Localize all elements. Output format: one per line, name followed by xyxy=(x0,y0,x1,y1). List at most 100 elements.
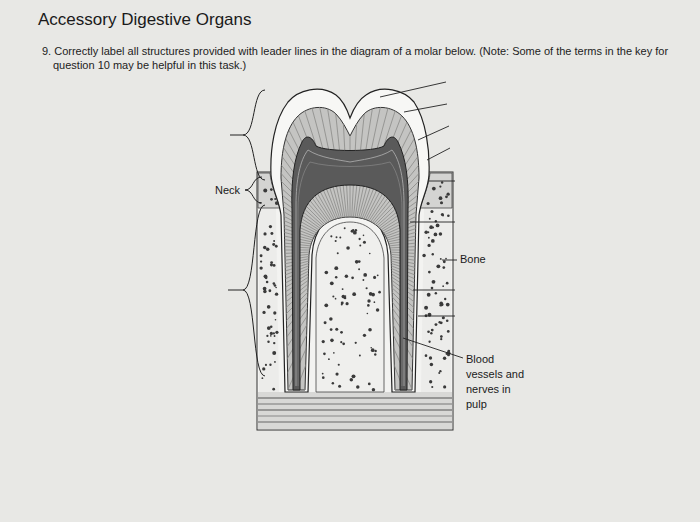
root-bracket xyxy=(243,205,265,376)
leader-line xyxy=(442,260,457,261)
stipple-dot xyxy=(269,364,271,366)
stipple-dot xyxy=(439,185,441,187)
stipple-dot xyxy=(267,326,271,330)
stipple-dot xyxy=(266,247,270,251)
stipple-dot xyxy=(363,273,367,277)
stipple-dot xyxy=(367,313,369,315)
tubule-line xyxy=(350,31,373,250)
stipple-dot xyxy=(339,237,341,239)
stipple-dot xyxy=(338,364,340,366)
stipple-dot xyxy=(332,382,335,385)
stipple-dot xyxy=(441,181,443,183)
stipple-dot xyxy=(346,302,349,305)
stipple-dot xyxy=(373,276,376,279)
stipple-dot xyxy=(440,336,442,338)
stipple-dot xyxy=(431,329,434,332)
stipple-dot xyxy=(430,332,432,334)
stipple-dot xyxy=(425,354,428,357)
stipple-dot xyxy=(444,298,446,300)
stipple-dot xyxy=(330,235,332,237)
stipple-dot xyxy=(428,271,431,274)
stipple-dot xyxy=(446,319,449,322)
stipple-dot xyxy=(267,305,271,309)
stipple-dot xyxy=(340,341,342,343)
leader-line xyxy=(418,316,455,317)
stipple-dot xyxy=(351,276,354,279)
stipple-dot xyxy=(322,340,325,343)
tubule-line xyxy=(350,227,569,250)
tubule-line xyxy=(338,30,350,250)
stipple-dot xyxy=(262,367,265,370)
stipple-dot xyxy=(275,245,278,248)
stipple-dot xyxy=(352,292,356,296)
stipple-dot xyxy=(377,274,379,276)
stipple-dot xyxy=(332,295,334,297)
part-label: Blood vessels and nerves in pulp xyxy=(466,352,528,412)
stipple-dot xyxy=(440,335,442,337)
stipple-dot xyxy=(442,266,445,269)
stipple-dot xyxy=(342,342,345,345)
tubule-line xyxy=(135,204,350,250)
stipple-dot xyxy=(261,377,263,379)
stipple-dot xyxy=(272,388,275,391)
stipple-dot xyxy=(422,254,425,257)
stipple-dot xyxy=(378,291,381,294)
part-label: Neck xyxy=(215,183,240,198)
dentin-tubules xyxy=(130,30,570,470)
stipple-dot xyxy=(273,282,276,285)
stipple-dot xyxy=(270,335,272,337)
stipple-dot xyxy=(439,370,441,372)
stipple-dot xyxy=(335,240,337,242)
stipple-dot xyxy=(335,328,338,331)
stipple-dot xyxy=(446,193,449,196)
stipple-dot xyxy=(266,281,269,284)
stipple-dot xyxy=(275,319,277,321)
stipple-dot xyxy=(445,258,447,260)
stipple-dot xyxy=(432,253,434,255)
stipple-dot xyxy=(270,332,273,335)
stipple-dot xyxy=(359,245,361,247)
stipple-dot xyxy=(260,254,263,257)
stipple-dot xyxy=(367,304,370,307)
stipple-dot xyxy=(442,316,445,319)
stipple-dot xyxy=(446,282,449,285)
stipple-dot xyxy=(440,338,442,340)
stipple-dot xyxy=(322,373,324,375)
stipple-dot xyxy=(435,292,437,294)
stipple-dot xyxy=(434,323,437,326)
stipple-dot xyxy=(334,266,338,270)
stipple-dot xyxy=(427,231,429,233)
stipple-dot xyxy=(262,311,265,314)
brackets xyxy=(228,90,265,376)
stipple-dot xyxy=(273,332,275,334)
stipple-dot xyxy=(374,353,376,355)
stipple-dot xyxy=(376,308,380,312)
stipple-dot xyxy=(370,347,372,349)
stipple-dot xyxy=(427,293,431,297)
crown-bracket xyxy=(243,90,265,180)
stipple-dot xyxy=(428,237,430,239)
leader-line xyxy=(380,82,446,97)
stipple-dot xyxy=(436,264,440,268)
stipple-dot xyxy=(363,334,366,337)
stipple-dot xyxy=(431,239,435,243)
stipple-dot xyxy=(324,321,327,324)
stipple-dot xyxy=(368,383,371,386)
tubule-line xyxy=(350,238,570,250)
bone-region xyxy=(421,208,451,392)
stipple-dot xyxy=(438,372,440,374)
stipple-dot xyxy=(429,218,431,220)
tubule-line xyxy=(350,193,563,250)
stipple-dot xyxy=(431,287,434,290)
stipple-dot xyxy=(322,376,325,379)
stipple-dot xyxy=(429,225,433,229)
stipple-dot xyxy=(355,229,357,231)
stipple-dot xyxy=(427,330,430,333)
stipple-dot xyxy=(335,372,338,375)
stipple-dot xyxy=(265,276,268,279)
stipple-dot xyxy=(355,260,359,264)
stipple-dot xyxy=(442,285,444,287)
stipple-dot xyxy=(267,340,269,342)
stipple-dot xyxy=(374,350,376,352)
